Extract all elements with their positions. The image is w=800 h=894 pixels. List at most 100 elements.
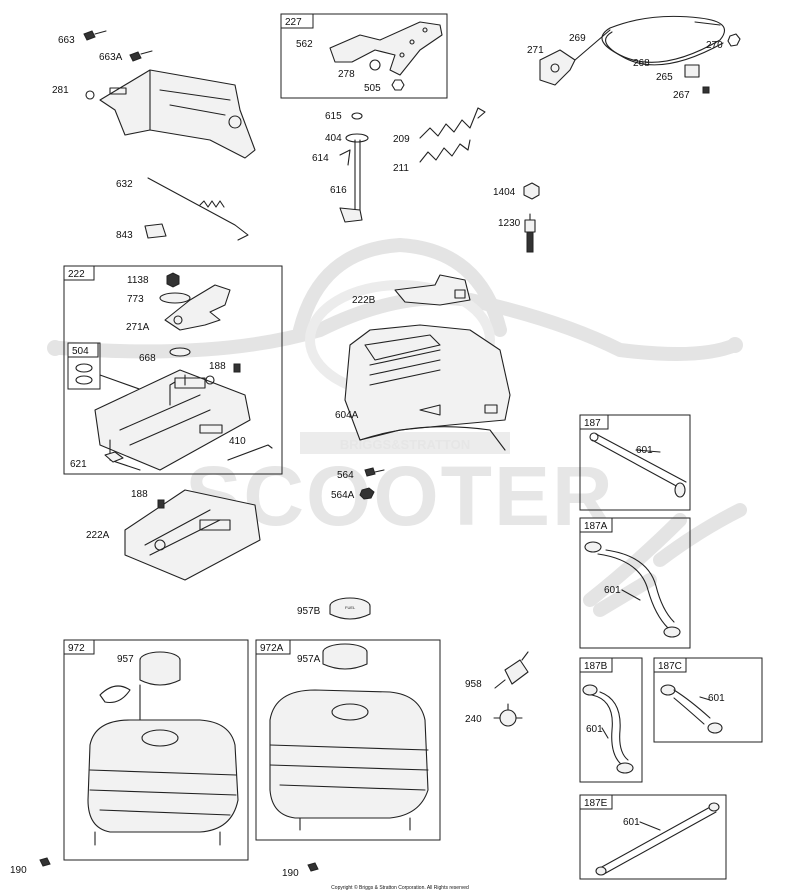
label-958: 958 [465, 679, 482, 690]
screw-663A [129, 50, 153, 62]
label-615: 615 [325, 111, 342, 122]
blower-housing-604A [344, 324, 511, 451]
control-plate-222A [124, 489, 261, 581]
nut-1404 [523, 182, 540, 200]
label-271: 271 [527, 45, 544, 56]
fuel-line-187C [660, 684, 723, 734]
part-labels: 663 663A 281 562 278 505 271 269 270 268… [10, 33, 725, 879]
fuel-filter-958 [494, 651, 529, 689]
group-tag-227 [280, 13, 314, 29]
label-269: 269 [569, 33, 586, 44]
group-tag-187A [579, 517, 613, 533]
group-tag-972 [63, 639, 95, 655]
label-773: 773 [127, 294, 144, 305]
group-tag-504 [67, 342, 99, 358]
label-190-right: 190 [282, 868, 299, 879]
label-621: 621 [70, 459, 87, 470]
label-281: 281 [52, 85, 69, 96]
label-188-upper: 188 [209, 361, 226, 372]
group-tag-187 [579, 414, 609, 430]
label-601-187E: 601 [623, 817, 640, 828]
group-box-972A [255, 639, 441, 841]
control-bracket-281 [85, 69, 256, 159]
link-rod-632 [144, 177, 249, 241]
fuel-line-187A [584, 541, 681, 638]
control-plate-222 [94, 369, 251, 471]
fuel-tank-972A [269, 643, 429, 831]
throttle-lever-227 [329, 21, 443, 91]
label-1138: 1138 [127, 275, 149, 286]
label-663A: 663A [99, 52, 123, 63]
link-410 [227, 444, 273, 461]
group-label-187A: 187A [584, 521, 608, 532]
screw-190-right [307, 862, 319, 872]
label-564A: 564A [331, 490, 355, 501]
label-267: 267 [673, 90, 690, 101]
label-843: 843 [116, 230, 133, 241]
group-label-187: 187 [584, 418, 601, 429]
label-1230: 1230 [498, 218, 521, 229]
label-188-lower: 188 [131, 489, 148, 500]
label-604A: 604A [335, 410, 359, 421]
label-410: 410 [229, 436, 246, 447]
throttle-cable-268 [539, 15, 741, 94]
group-box-187B [579, 657, 643, 783]
group-label-972A: 972A [260, 643, 284, 654]
label-240: 240 [465, 714, 482, 725]
svg-text:FUEL: FUEL [345, 605, 356, 610]
label-601-187B: 601 [586, 724, 603, 735]
bracket-222B [394, 274, 471, 306]
label-265: 265 [656, 72, 673, 83]
screw-564 [364, 467, 385, 477]
spring-209 [419, 107, 486, 139]
label-957B: 957B [297, 606, 321, 617]
spark-plug-1230 [524, 213, 536, 253]
screw-663 [83, 30, 107, 41]
label-222A: 222A [86, 530, 110, 541]
group-label-187B: 187B [584, 661, 608, 672]
label-957A: 957A [297, 654, 321, 665]
leader-lines [601, 449, 711, 831]
label-616: 616 [330, 185, 347, 196]
fuel-line-187B [582, 684, 634, 774]
label-601-187: 601 [636, 445, 653, 456]
group-label-187C: 187C [658, 661, 682, 672]
group-box-187E [579, 794, 727, 880]
group-label-504: 504 [72, 346, 89, 357]
label-271A: 271A [126, 322, 150, 333]
group-label-227: 227 [285, 17, 302, 28]
label-278: 278 [338, 69, 355, 80]
label-564: 564 [337, 470, 354, 481]
label-190-left: 190 [10, 865, 27, 876]
group-label-972: 972 [68, 643, 85, 654]
group-box-222 [63, 265, 283, 475]
boot-843 [144, 223, 167, 239]
label-211: 211 [393, 163, 409, 174]
group-tag-972A [255, 639, 291, 655]
group-tag-222 [63, 265, 95, 281]
nut-564A [359, 487, 375, 500]
label-957: 957 [117, 654, 134, 665]
fuel-tank-972 [87, 651, 239, 846]
watermark-badge [300, 432, 510, 454]
label-1404: 1404 [493, 187, 516, 198]
shutoff-valve-240 [493, 703, 523, 727]
group-box-187C [653, 657, 763, 743]
label-209: 209 [393, 134, 410, 145]
group-box-972 [63, 639, 249, 861]
label-601-187C: 601 [708, 693, 725, 704]
lever-271A [159, 272, 241, 373]
fuel-line-187 [589, 432, 687, 498]
label-404: 404 [325, 133, 342, 144]
group-box-187 [579, 414, 691, 511]
label-632: 632 [116, 179, 133, 190]
label-268: 268 [633, 58, 650, 69]
group-tag-187B [579, 657, 613, 673]
label-614: 614 [312, 153, 329, 164]
label-505: 505 [364, 83, 381, 94]
fuel-line-187E [595, 802, 720, 876]
screw-190-left [39, 857, 51, 867]
label-562: 562 [296, 39, 313, 50]
spring-211 [419, 139, 471, 163]
